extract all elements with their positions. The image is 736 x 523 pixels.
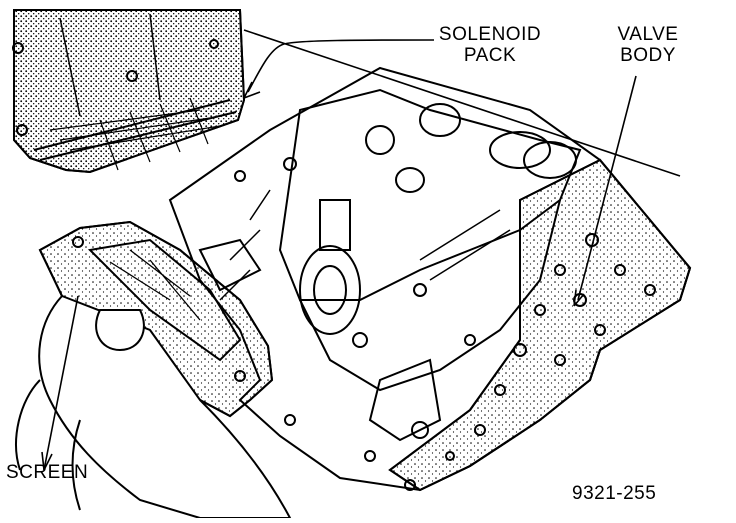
solenoid-pack xyxy=(12,9,246,174)
screen-label: SCREEN xyxy=(6,462,89,483)
solenoid-pack-label: SOLENOID PACK xyxy=(432,24,548,66)
valve-body-label: VALVE BODY xyxy=(605,24,691,66)
hand-outline xyxy=(15,294,292,519)
valve-body-label-line2: BODY xyxy=(620,45,676,66)
figure-number: 9321-255 xyxy=(572,483,657,504)
valve-body xyxy=(168,66,692,492)
valve-body-label-line1: VALVE xyxy=(617,24,679,45)
leader-lines xyxy=(41,29,681,471)
solenoid-pack-label-line1: SOLENOID xyxy=(438,24,542,45)
solenoid-pack-label-line2: PACK xyxy=(463,45,517,66)
